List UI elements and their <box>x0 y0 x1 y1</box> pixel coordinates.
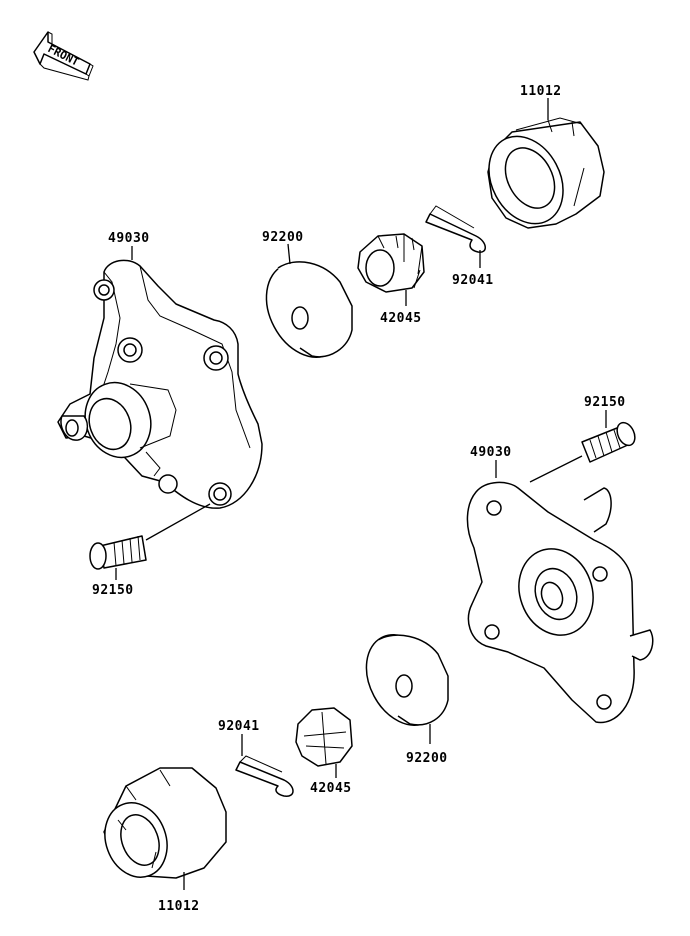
hub-right <box>466 481 654 724</box>
hub-left <box>57 259 263 509</box>
castle-nut-bottom <box>295 707 353 767</box>
castle-nut-top <box>357 233 425 293</box>
label-hub-right: 49030 <box>470 445 512 460</box>
label-cap-bottom: 11012 <box>158 899 200 914</box>
front-arrow-icon: FRONT <box>33 31 94 81</box>
label-washer-top: 92200 <box>262 230 304 245</box>
cotter-pin-bottom <box>235 755 294 797</box>
label-nut-bottom: 42045 <box>310 781 352 796</box>
label-pin-bottom: 92041 <box>218 719 260 734</box>
leader-bolt-right-hub <box>529 455 583 483</box>
leader-washer-top <box>287 243 291 265</box>
cap-top <box>487 117 605 229</box>
leader-bolt-left-hub <box>145 503 211 541</box>
bolt-right <box>581 421 636 463</box>
washer-bottom <box>365 633 449 727</box>
label-pin-top: 92041 <box>452 273 494 288</box>
label-washer-bottom: 92200 <box>406 751 448 766</box>
cotter-pin-top <box>425 205 486 253</box>
front-label: FRONT <box>46 42 82 69</box>
bolt-left <box>89 535 147 570</box>
label-nut-top: 42045 <box>380 311 422 326</box>
label-hub-left: 49030 <box>108 231 150 246</box>
cap-bottom <box>103 767 227 879</box>
washer-top <box>265 261 353 359</box>
label-cap-top: 11012 <box>520 84 562 99</box>
label-bolt-left: 92150 <box>92 583 134 598</box>
label-bolt-right: 92150 <box>584 395 626 410</box>
